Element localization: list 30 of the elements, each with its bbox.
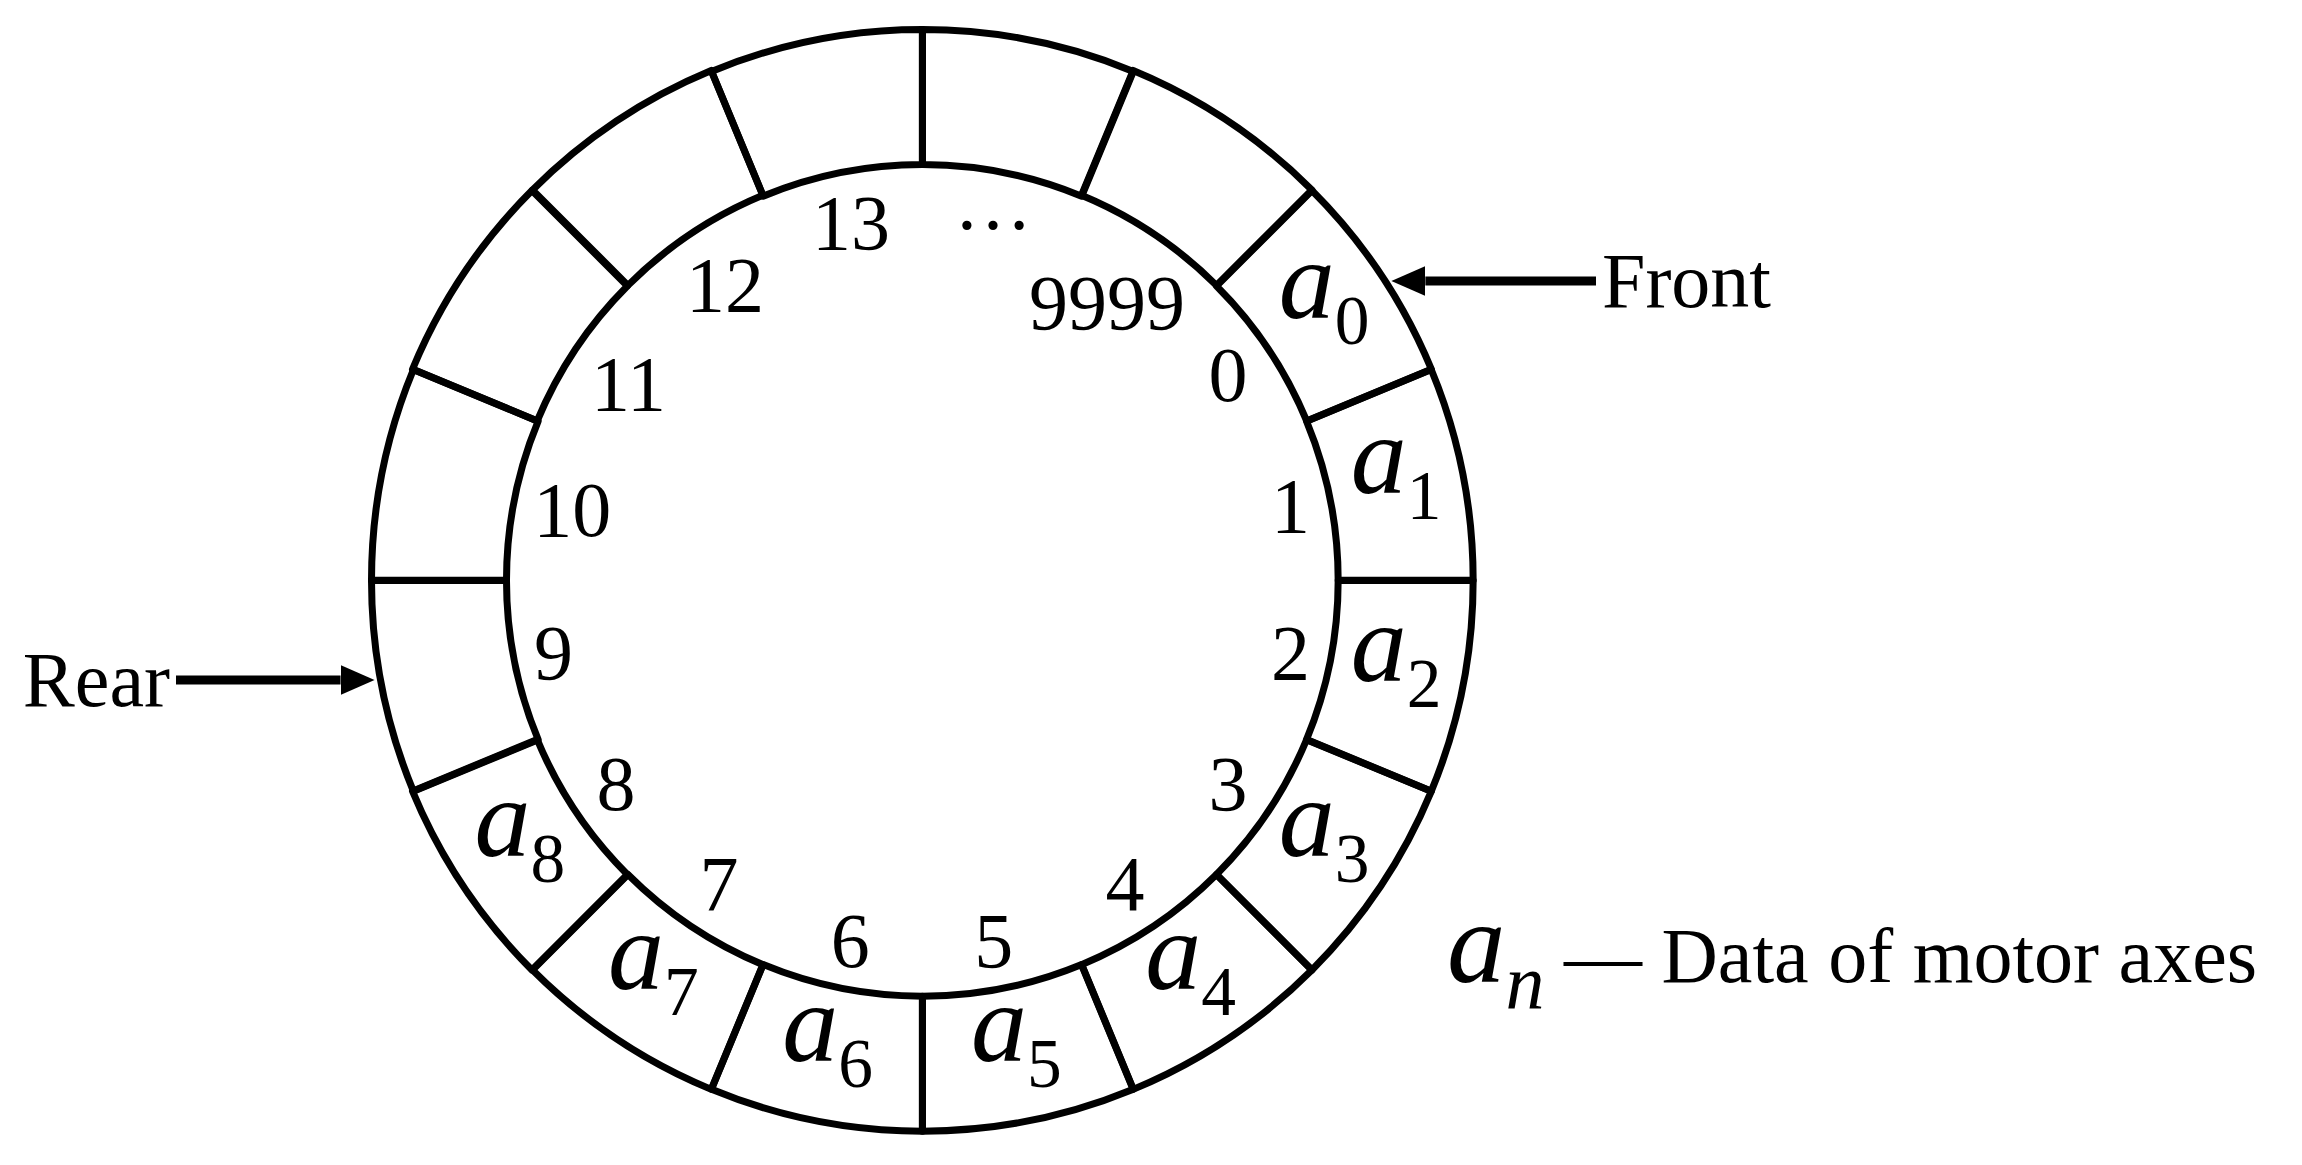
index-number: … [954, 173, 1033, 233]
arrow [1391, 266, 1596, 296]
slot-label: a$_{2}$ [1350, 621, 1442, 725]
slot-label: a$_{4}$ [1145, 929, 1236, 1033]
index-number: 0 [1208, 346, 1248, 405]
index-number: 7 [699, 854, 739, 913]
index-number: 9999 [1028, 274, 1185, 333]
slot-label: a$_{3}$ [1278, 795, 1370, 899]
index-number: 11 [590, 354, 666, 414]
index-number: 12 [686, 255, 765, 315]
index-number: 6 [830, 911, 870, 971]
index-number: 5 [974, 911, 1014, 971]
slot-label: a$_{6}$ [782, 1001, 874, 1105]
slot-label: a$_{8}$ [474, 795, 566, 899]
index-number: 8 [596, 755, 636, 814]
index-number: 10 [533, 481, 612, 540]
pointer-label: Front [1602, 251, 1772, 311]
index-number: 2 [1270, 624, 1310, 683]
index-number: 3 [1208, 755, 1248, 814]
index-number: 13 [811, 193, 890, 253]
pointer-label: Rear [22, 650, 170, 710]
arrow [176, 665, 375, 695]
index-number: 1 [1270, 477, 1310, 536]
slot-label: a$_{0}$ [1278, 258, 1370, 362]
slot-label: a$_{1}$ [1350, 432, 1442, 537]
slot-label: a$_{7}$ [608, 929, 699, 1033]
index-number: 4 [1105, 854, 1145, 913]
legend-text: a$_{n}$ — Data of motor axes [1447, 919, 2258, 1011]
slot-label: a$_{5}$ [970, 1001, 1062, 1105]
index-number: 9 [534, 624, 574, 683]
